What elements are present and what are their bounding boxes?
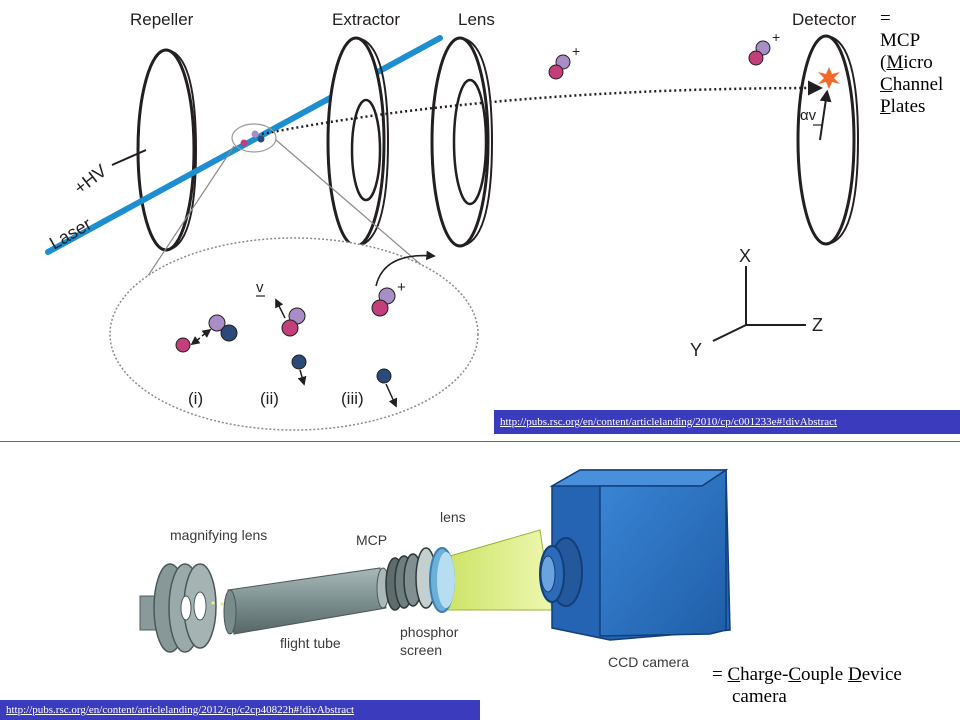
lens-plate: [430, 36, 494, 248]
section-divider: [0, 441, 960, 442]
ion-dot-red: [240, 139, 248, 147]
screen-label: screen: [400, 642, 442, 658]
ion-charge-plus: +: [572, 43, 580, 59]
mcp-note-micro: (Micro: [880, 52, 933, 73]
v-vector-label: v: [256, 279, 264, 296]
ion-charge-plus-2: +: [772, 29, 780, 45]
ccd-note-line1: = Charge-Couple Device: [712, 664, 902, 685]
ccd-note-line2: camera: [732, 686, 787, 707]
detector-plate: [796, 34, 860, 246]
laser-label: Laser: [46, 214, 95, 254]
mcp-assembly: [385, 547, 437, 611]
step-i-label: (i): [188, 389, 203, 408]
source-link-2010[interactable]: http://pubs.rsc.org/en/content/articlela…: [494, 410, 960, 434]
impact-star-icon: [818, 67, 840, 89]
ccd-camera-label: CCD camera: [608, 654, 689, 670]
axis-z-label: Z: [812, 315, 823, 335]
ion-molecule-detector: +: [748, 29, 780, 66]
magnifying-lens-label: magnifying lens: [170, 527, 267, 543]
extractor-plate: [326, 36, 390, 248]
lens-label-bottom: lens: [440, 509, 466, 525]
interaction-region: [231, 123, 277, 153]
flight-tube: [223, 567, 390, 635]
step-iii-label: (iii): [341, 389, 364, 408]
step-i-dissociation: [175, 314, 238, 353]
imaging-detector-setup: magnifying lens MCP lens flight tube pho…: [139, 468, 731, 670]
mcp-note-plates: Plates: [880, 96, 926, 117]
source-link-2012[interactable]: http://pubs.rsc.org/en/content/articlela…: [0, 700, 480, 720]
ion-trajectory: [261, 80, 823, 136]
flight-tube-label: flight tube: [280, 635, 341, 651]
repeller-label: Repeller: [130, 10, 194, 29]
hv-label: +HV: [70, 161, 110, 199]
mcp-note-channel: Channel: [880, 74, 944, 95]
step-ii-label: (ii): [260, 389, 279, 408]
coordinate-axes: X Z Y: [690, 246, 823, 360]
ion-charge-plus-3: +: [397, 279, 406, 296]
step-ii-dissociation: v: [256, 279, 307, 386]
velocity-map-imaging-setup: Repeller Extractor Lens Detector +HV Las…: [45, 10, 860, 431]
mcp-note-acronym: MCP: [880, 30, 921, 51]
hv-lead: [111, 149, 147, 166]
mcp-note-equals: =: [880, 8, 891, 29]
mcp-note: = MCP (Micro Channel Plates: [880, 8, 960, 118]
step-iii-ionization: +: [371, 250, 436, 408]
ccd-note: = Charge-Couple Device camera: [712, 664, 952, 708]
lens-cone: [429, 529, 553, 613]
ion-dot-navy: [257, 135, 265, 143]
alpha-v-label: αv: [800, 107, 817, 124]
axis-y-label: Y: [690, 340, 702, 360]
lens-label: Lens: [458, 10, 495, 29]
ion-dot-purple: [251, 130, 259, 138]
axis-x-label: X: [739, 246, 751, 266]
velocity-arrow: [819, 89, 832, 141]
detector-label: Detector: [792, 10, 857, 29]
ccd-camera: [539, 468, 731, 641]
mcp-label: MCP: [356, 532, 387, 548]
ion-molecule-flight: +: [548, 43, 580, 80]
repeller-plate: [136, 48, 198, 252]
extractor-label: Extractor: [332, 10, 400, 29]
magnifying-lens: [139, 563, 232, 653]
phosphor-label: phosphor: [400, 624, 459, 640]
